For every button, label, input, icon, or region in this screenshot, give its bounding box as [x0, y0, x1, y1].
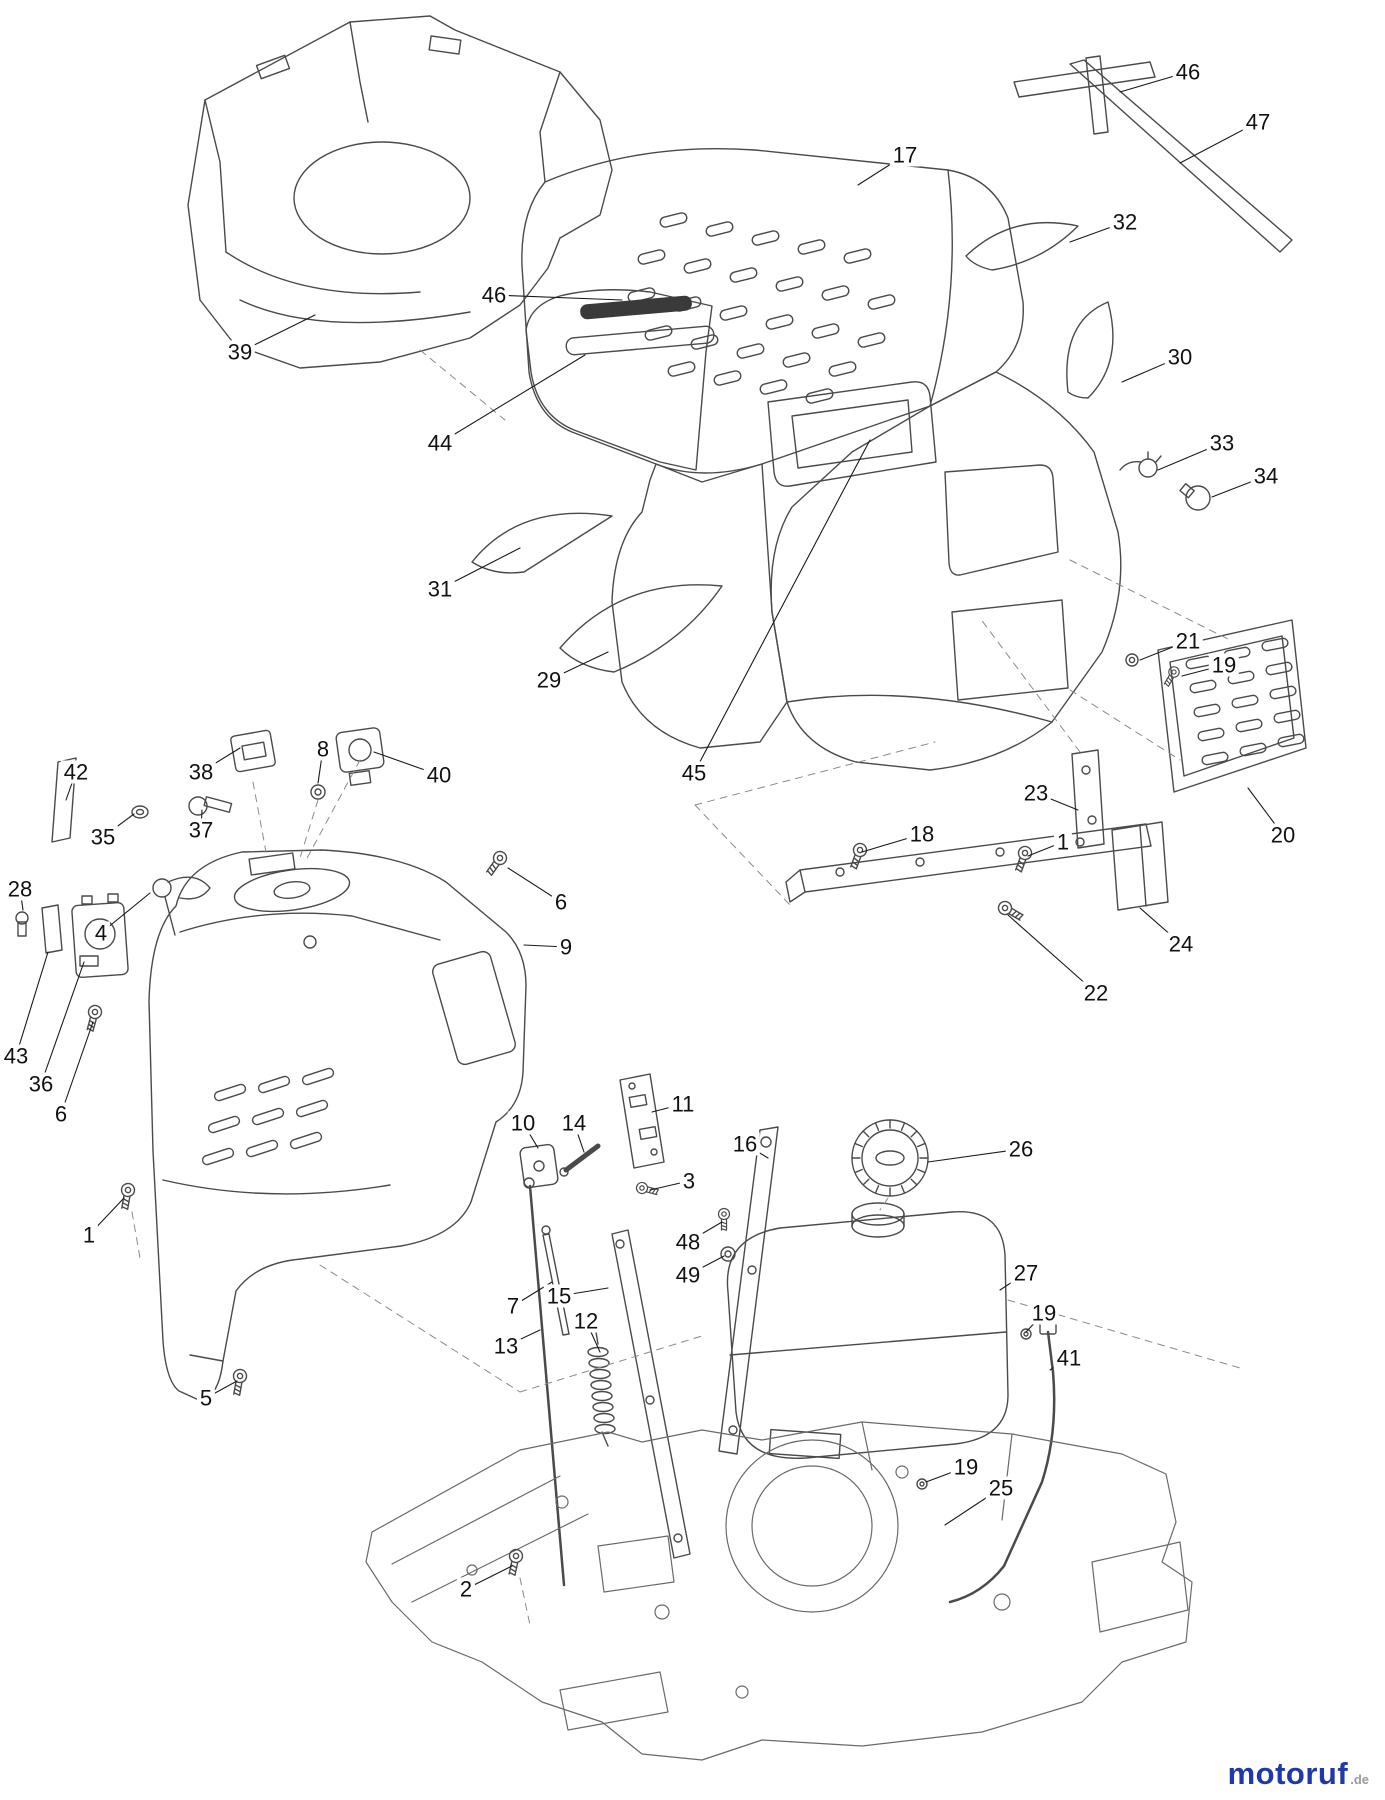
part-41-fuel-line [948, 1321, 1057, 1604]
console-vent-slots [201, 1067, 335, 1166]
brand-logo[interactable]: motoruf.de [1228, 1756, 1369, 1792]
part-32-side-trim [965, 221, 1079, 271]
brand-tld: .de [1350, 1772, 1369, 1787]
part-27-fuel-tank [726, 1202, 1009, 1460]
part-29-side-trim [559, 584, 723, 673]
part-6-screw-console-left [83, 1003, 104, 1033]
part-43-plate [41, 904, 63, 954]
part-47-trim-strip [1069, 55, 1293, 253]
part-40-ignition-switch [335, 727, 385, 787]
part-36-control-module [71, 893, 129, 979]
part-20-grille [1157, 619, 1307, 793]
grille-slots [1185, 637, 1305, 766]
part-9-console-tower [148, 849, 527, 1402]
hood-vent-slots [627, 212, 896, 404]
part-49-grommet [720, 1246, 736, 1262]
part-7-rod [541, 1225, 570, 1336]
part-11-clip-bracket [619, 1073, 665, 1169]
part-30-side-trim [1066, 301, 1114, 399]
part-1-screw-bracket [1011, 843, 1035, 874]
part-37-key [188, 796, 233, 816]
part-19-bushing-mid [1020, 1328, 1032, 1340]
part-4-lever [152, 876, 211, 936]
part-48-bolt [717, 1207, 731, 1231]
part-2-screw [504, 1547, 525, 1577]
part-25-frame [365, 1421, 1193, 1761]
part-44-hood-front-panel [525, 289, 715, 471]
part-14-pin [559, 1143, 601, 1177]
part-45-headlight-bezel-and-hood-body [611, 371, 1122, 771]
part-17-hood-top [521, 148, 1024, 474]
part-16-support-strap [718, 1126, 779, 1455]
part-10-mount-plate [519, 1143, 559, 1189]
part-13-rod-long [523, 1177, 566, 1587]
part-3-bolt [634, 1180, 660, 1199]
part-18-screw [846, 840, 870, 871]
part-22-bolt [995, 898, 1026, 924]
alignment-dashed-lines [131, 349, 1241, 1626]
brand-name: motoruf [1227, 1756, 1349, 1791]
part-34-bulb [1179, 483, 1211, 511]
part-12-spring [587, 1331, 616, 1447]
part-24-bracket-bar [785, 821, 1169, 911]
part-6-screw-console-right [483, 848, 510, 878]
part-33-lamp-socket [1119, 451, 1162, 478]
part-46-trim-strip-top [1013, 61, 1156, 98]
part-8-cap-plug [310, 784, 326, 800]
part-39-heat-shield [187, 15, 613, 369]
part-42-trim-strip-console [51, 757, 77, 843]
part-5-screw [229, 1367, 249, 1397]
part-26-fuel-cap [851, 1119, 929, 1197]
part-31-side-trim [471, 512, 613, 574]
part-38-switch [230, 729, 276, 773]
part-23-support-bracket [1071, 749, 1105, 849]
part-19-screw-grille [1161, 664, 1182, 689]
part-1-screw-console [117, 1181, 137, 1211]
part-28-key-small [15, 911, 29, 937]
part-19-bushing-bottom [916, 1478, 928, 1490]
part-21-washer [1125, 653, 1139, 667]
part-15-support-strap [611, 1229, 691, 1559]
part-35-clip [131, 805, 149, 819]
